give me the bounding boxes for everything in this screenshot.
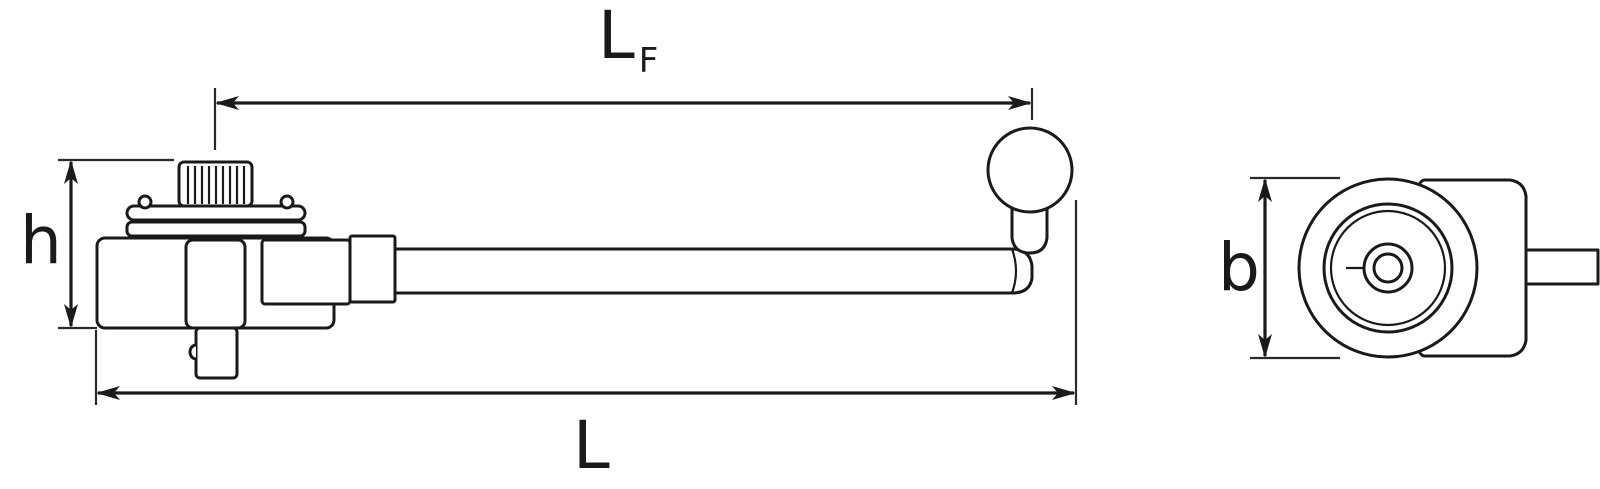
wrench-end-view [1297, 177, 1600, 359]
l-label: L [573, 407, 610, 484]
h-label: h [20, 202, 62, 279]
drive-housing [184, 238, 247, 330]
dimension-height: h [20, 158, 174, 330]
drive-ball-detent [188, 343, 197, 361]
end-ring-inner [1329, 209, 1447, 327]
cap-plate-upper [125, 204, 307, 222]
grip-stem [1010, 203, 1049, 255]
end-handle-stub [1523, 248, 1600, 286]
knurl-pattern [186, 166, 246, 204]
handle-end-curve [1010, 248, 1018, 294]
end-drive-bore [1372, 252, 1404, 284]
wrench-side-view [95, 126, 1074, 380]
neck-block [260, 238, 352, 306]
cap-screw-right [279, 194, 295, 210]
handle-collar [348, 234, 397, 304]
cap-plate-lower [125, 220, 307, 238]
grip-ball [986, 126, 1074, 214]
dimension-width: b [1218, 176, 1340, 360]
cap-screw-left [137, 194, 153, 210]
square-drive [194, 326, 239, 380]
handle-tube [393, 247, 1034, 295]
dimension-total-length: L [94, 200, 1078, 484]
b-label: b [1218, 229, 1260, 306]
